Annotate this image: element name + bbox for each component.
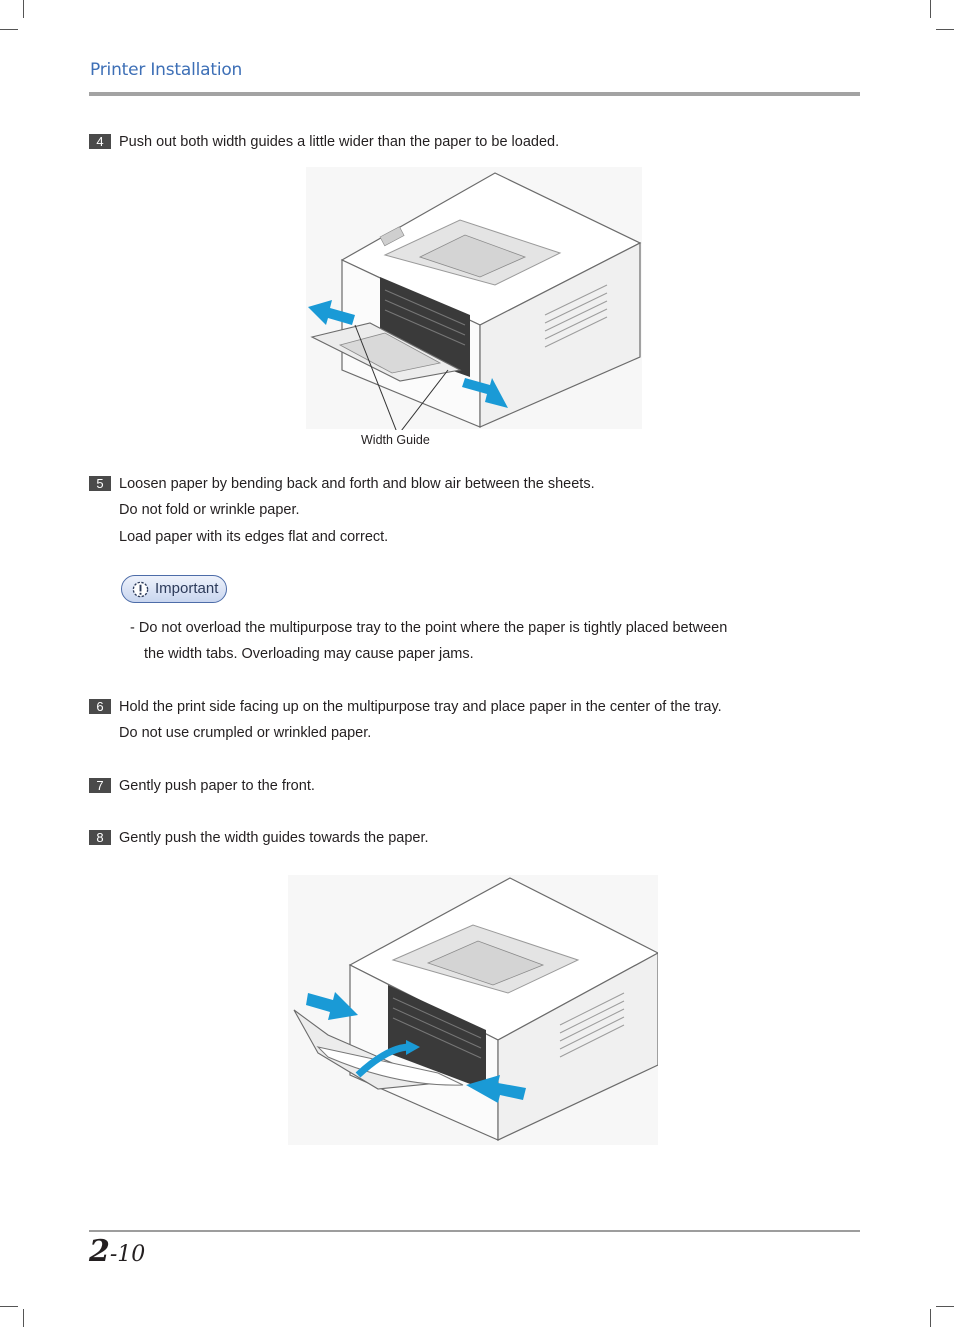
step-number-badge: 8: [89, 830, 111, 845]
section-title: Printer Installation: [90, 60, 243, 80]
crop-mark: [0, 29, 18, 30]
step-text: Hold the print side facing up on the mul…: [119, 699, 722, 715]
crop-mark: [0, 1306, 18, 1307]
step-subtext: Load paper with its edges flat and corre…: [119, 529, 389, 545]
step-number-badge: 4: [89, 134, 111, 149]
figure-caption: Width Guide: [361, 433, 430, 447]
important-icon: [132, 581, 149, 598]
crop-mark: [936, 29, 954, 30]
important-label: Important: [155, 580, 219, 597]
page-suffix: -10: [109, 1242, 146, 1267]
step-number-badge: 6: [89, 699, 111, 714]
page-number: 2-10: [89, 1234, 145, 1269]
step-number-badge: 7: [89, 778, 111, 793]
step-text: Push out both width guides a little wide…: [119, 134, 560, 150]
crop-mark: [23, 0, 24, 18]
crop-mark: [23, 1309, 24, 1327]
printer-width-guide-figure: [306, 167, 642, 430]
crop-mark: [930, 1309, 931, 1327]
step-number-badge: 5: [89, 476, 111, 491]
crop-mark: [930, 0, 931, 18]
chapter-number: 2: [89, 1234, 110, 1269]
step-subtext: Do not use crumpled or wrinkled paper.: [119, 725, 372, 741]
step-subtext: Do not fold or wrinkle paper.: [119, 502, 300, 518]
step-text: Loosen paper by bending back and forth a…: [119, 476, 595, 492]
header-divider: [89, 92, 860, 96]
crop-mark: [936, 1306, 954, 1307]
important-badge: Important: [121, 575, 227, 603]
printer-paper-loaded-figure: [288, 875, 658, 1145]
step-text: Gently push the width guides towards the…: [119, 830, 429, 846]
important-note: - Do not overload the multipurpose tray …: [130, 620, 728, 636]
important-note: the width tabs. Overloading may cause pa…: [144, 646, 474, 662]
footer-divider: [89, 1230, 860, 1232]
step-text: Gently push paper to the front.: [119, 778, 315, 794]
